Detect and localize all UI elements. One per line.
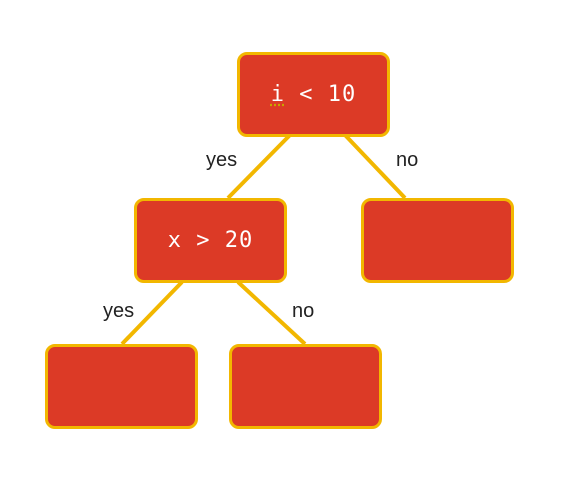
edge-left-right [236, 280, 307, 346]
edge-label-root-right: no [396, 149, 419, 171]
edge-root-left [226, 133, 292, 200]
edge-label-root-left: yes [206, 149, 238, 171]
edge-left-left [120, 280, 184, 346]
node-root-condition: i < 10 [271, 82, 356, 107]
node-root: i < 10 [237, 52, 390, 137]
node-left-right [229, 344, 382, 429]
node-left-left [45, 344, 198, 429]
node-right [361, 198, 514, 283]
node-root-comparison: < 10 [285, 82, 357, 107]
node-left-condition: x > 20 [167, 228, 254, 253]
node-left: x > 20 [134, 198, 287, 283]
edge-root-right [343, 133, 407, 200]
edge-label-left-left: yes [103, 300, 135, 322]
node-root-variable: i [270, 82, 285, 107]
edge-label-left-right: no [292, 300, 315, 322]
